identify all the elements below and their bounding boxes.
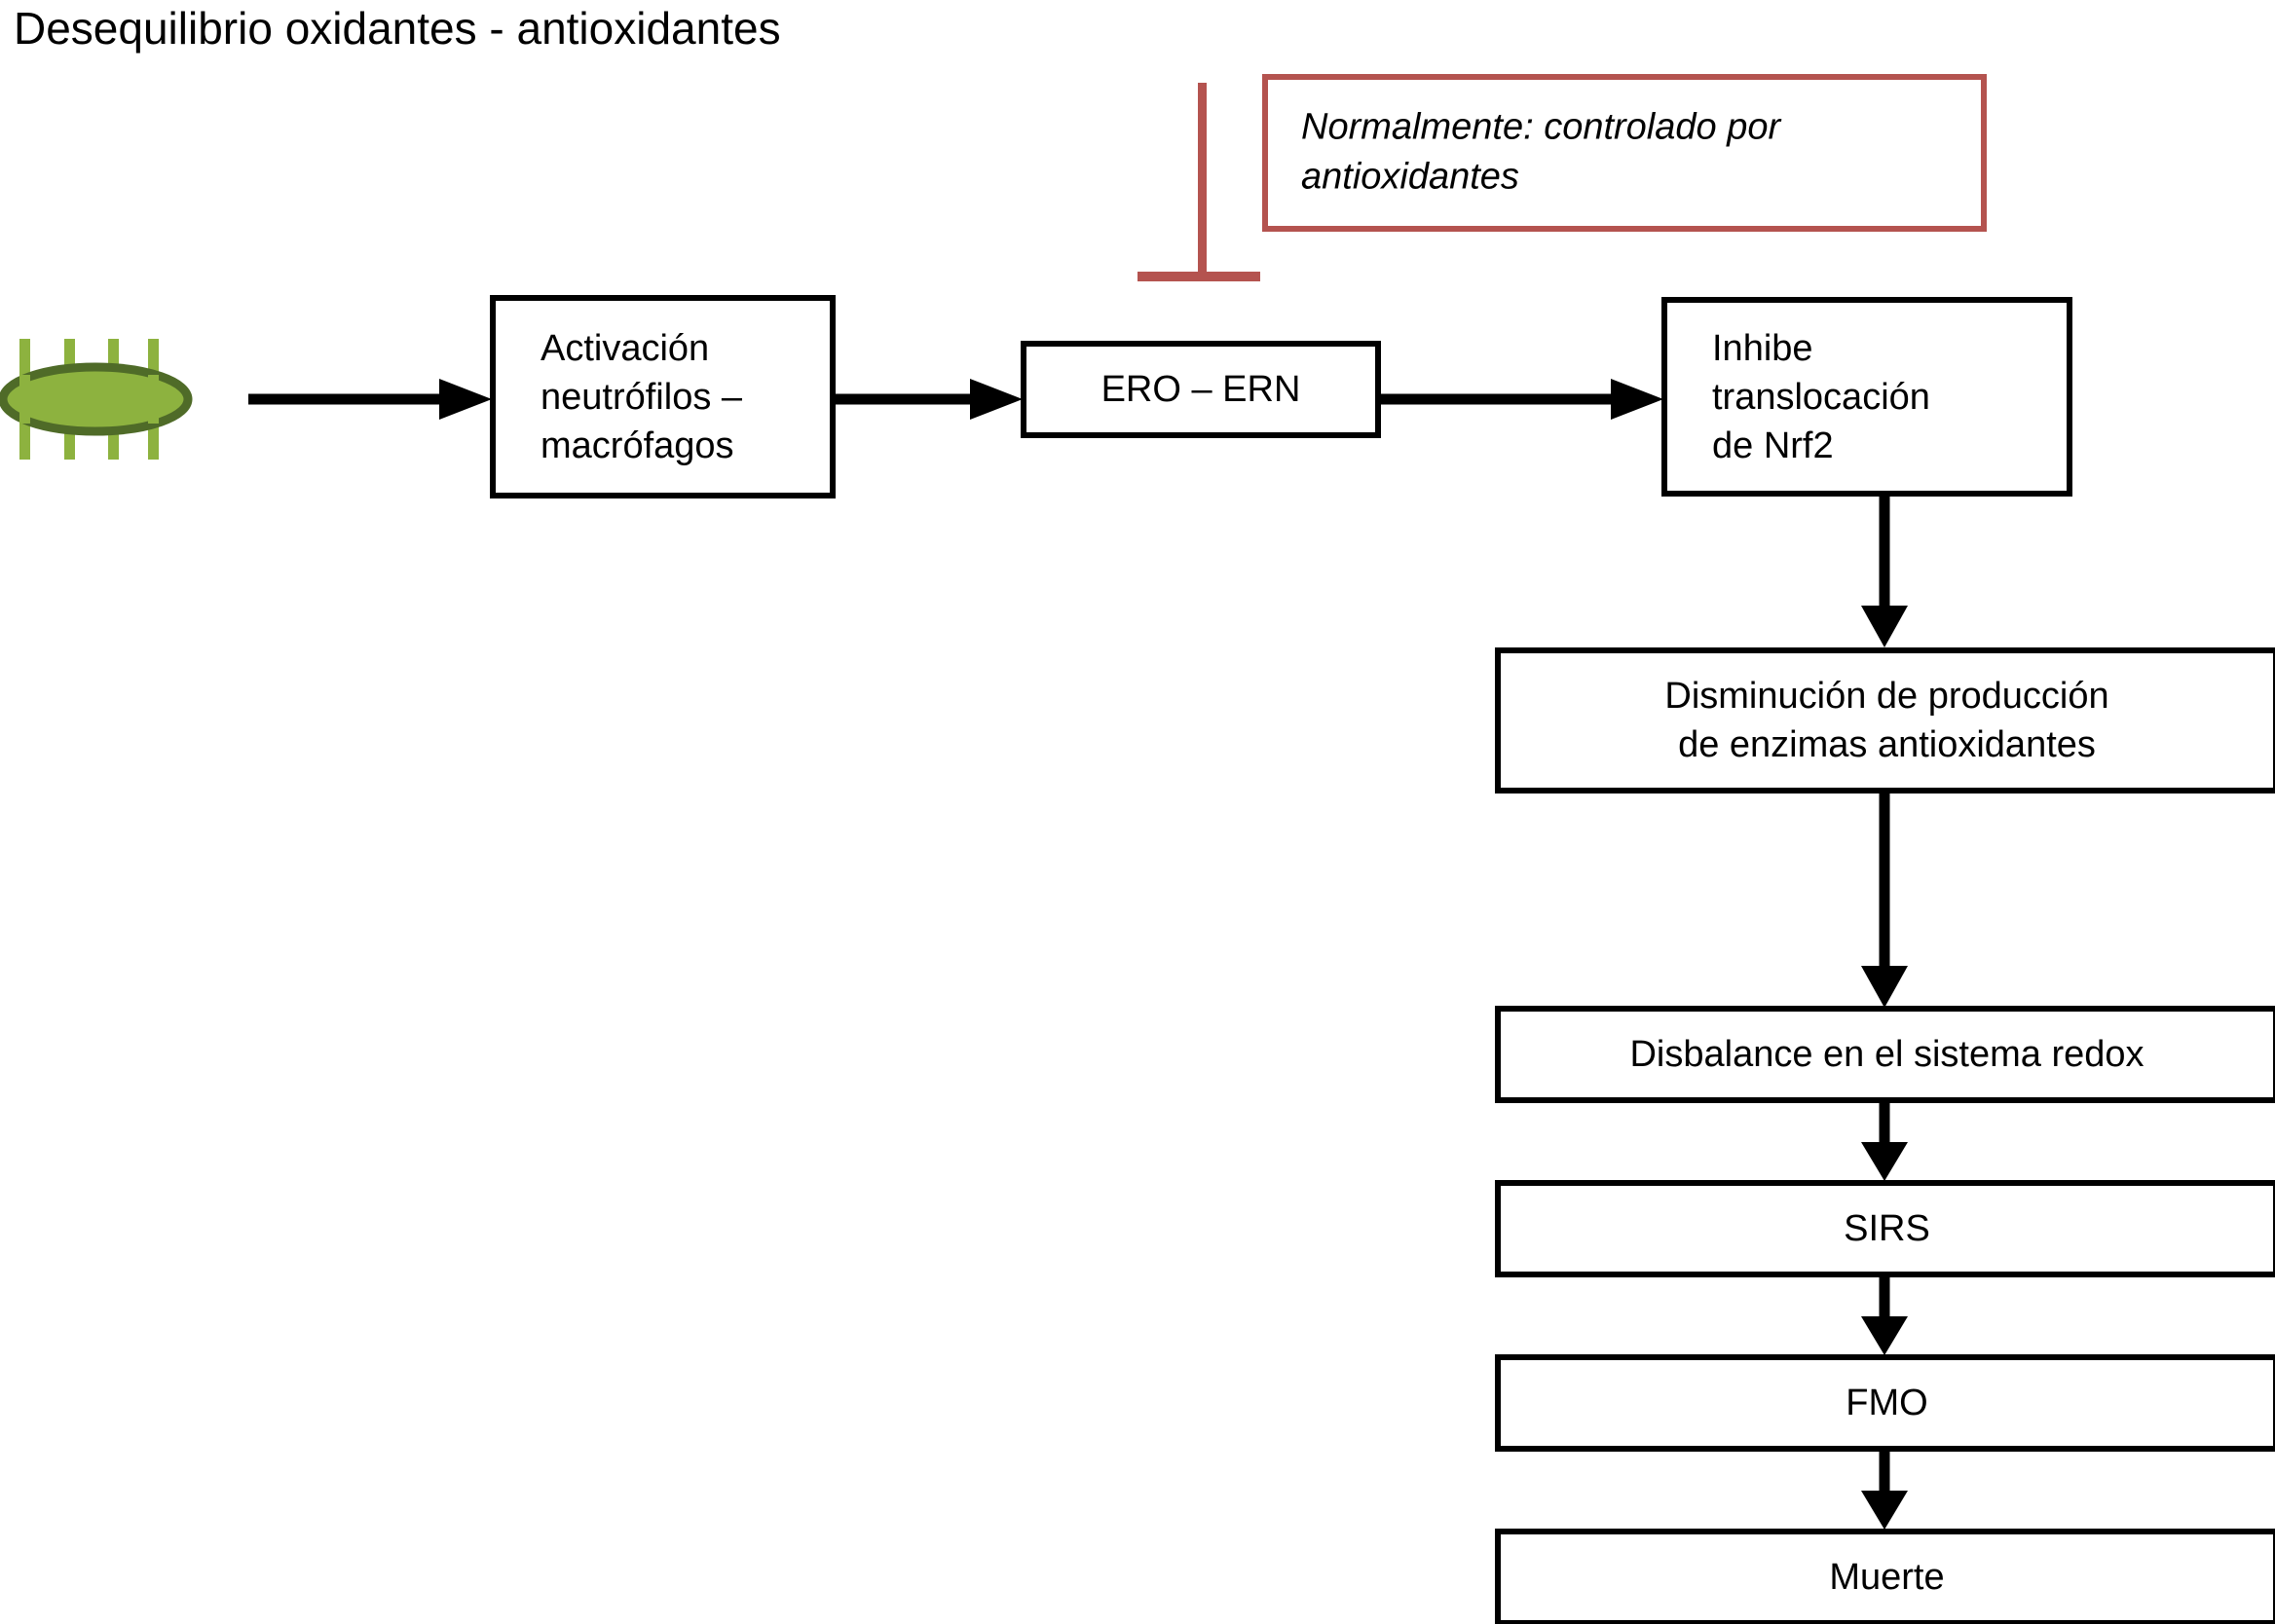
- flagellum-4-overlay: [148, 375, 159, 424]
- node-muerte-text: Muerte: [1501, 1553, 2273, 1602]
- arrow-head: [1861, 606, 1908, 647]
- annotation-line-1: Normalmente: controlado por: [1301, 106, 1781, 148]
- arrow-disbalance-to-sirs: [1861, 1103, 1908, 1181]
- annotation-box-normalmente: Normalmente: controlado por antioxidante…: [1262, 74, 1987, 232]
- node-activacion-line-2: neutrófilos –: [541, 376, 743, 418]
- cell-body: [0, 362, 193, 436]
- inhibition-stem-bar: [1138, 272, 1260, 281]
- arrow-head: [1861, 1142, 1908, 1181]
- node-activacion-line-1: Activación: [541, 327, 710, 369]
- node-disminucion-line-1: Disminución de producción: [1664, 675, 2109, 717]
- node-inhibe-line-1: Inhibe: [1712, 327, 1813, 369]
- bacterium-cell-icon: [0, 331, 214, 467]
- node-disminucion[interactable]: Disminución de producción de enzimas ant…: [1495, 647, 2275, 794]
- node-disbalance-text: Disbalance en el sistema redox: [1501, 1030, 2273, 1079]
- arrow-head: [1611, 379, 1663, 420]
- flagellum-1-overlay: [19, 375, 30, 424]
- page-title: Desequilibrio oxidantes - antioxidantes: [14, 3, 781, 54]
- node-ero-ern-line-1: ERO – ERN: [1100, 368, 1301, 410]
- node-activacion-text: Activación neutrófilos – macrófagos: [496, 323, 830, 469]
- arrow-head: [970, 379, 1023, 420]
- arrow-cell-to-activacion: [248, 379, 492, 420]
- arrow-head: [439, 379, 492, 420]
- bacterium-cell-svg: [0, 339, 193, 460]
- node-activacion-line-3: macrófagos: [541, 424, 734, 466]
- node-inhibe-line-3: de Nrf2: [1712, 424, 1834, 466]
- node-inhibe[interactable]: Inhibe translocación de Nrf2: [1661, 297, 2072, 497]
- node-activacion[interactable]: Activación neutrófilos – macrófagos: [490, 295, 836, 498]
- annotation-line-2: antioxidantes: [1301, 157, 1519, 198]
- arrow-head: [1861, 1316, 1908, 1355]
- node-inhibe-text: Inhibe translocación de Nrf2: [1667, 323, 2067, 469]
- node-sirs[interactable]: SIRS: [1495, 1180, 2275, 1277]
- node-ero-ern-text: ERO – ERN: [1026, 365, 1375, 414]
- node-muerte[interactable]: Muerte: [1495, 1529, 2275, 1624]
- node-sirs-text: SIRS: [1501, 1204, 2273, 1253]
- node-disminucion-line-2: de enzimas antioxidantes: [1678, 724, 2096, 765]
- node-ero-ern[interactable]: ERO – ERN: [1021, 341, 1381, 438]
- inhibition-stem-vertical: [1198, 83, 1207, 277]
- node-muerte-line-1: Muerte: [1829, 1556, 1945, 1598]
- flagellum-3-overlay: [108, 375, 119, 424]
- node-inhibe-line-2: translocación: [1712, 376, 1930, 418]
- node-disminucion-text: Disminución de producción de enzimas ant…: [1501, 672, 2273, 769]
- arrow-disminucion-to-disbalance: [1861, 794, 1908, 1008]
- node-fmo-line-1: FMO: [1846, 1382, 1928, 1423]
- arrow-sirs-to-fmo: [1861, 1277, 1908, 1355]
- node-fmo[interactable]: FMO: [1495, 1354, 2275, 1452]
- node-disbalance-line-1: Disbalance en el sistema redox: [1629, 1033, 2144, 1075]
- node-disbalance[interactable]: Disbalance en el sistema redox: [1495, 1006, 2275, 1103]
- arrow-head: [1861, 966, 1908, 1008]
- arrow-fmo-to-muerte: [1861, 1452, 1908, 1530]
- arrow-ero-ern-to-inhibe: [1381, 379, 1663, 420]
- arrow-activacion-to-ero-ern: [836, 379, 1023, 420]
- arrow-head: [1861, 1491, 1908, 1530]
- node-sirs-line-1: SIRS: [1844, 1207, 1930, 1249]
- flagellum-2-overlay: [64, 375, 75, 424]
- annotation-text: Normalmente: controlado por antioxidante…: [1268, 103, 1981, 203]
- arrow-inhibe-to-disminucion: [1861, 497, 1908, 647]
- node-fmo-text: FMO: [1501, 1379, 2273, 1427]
